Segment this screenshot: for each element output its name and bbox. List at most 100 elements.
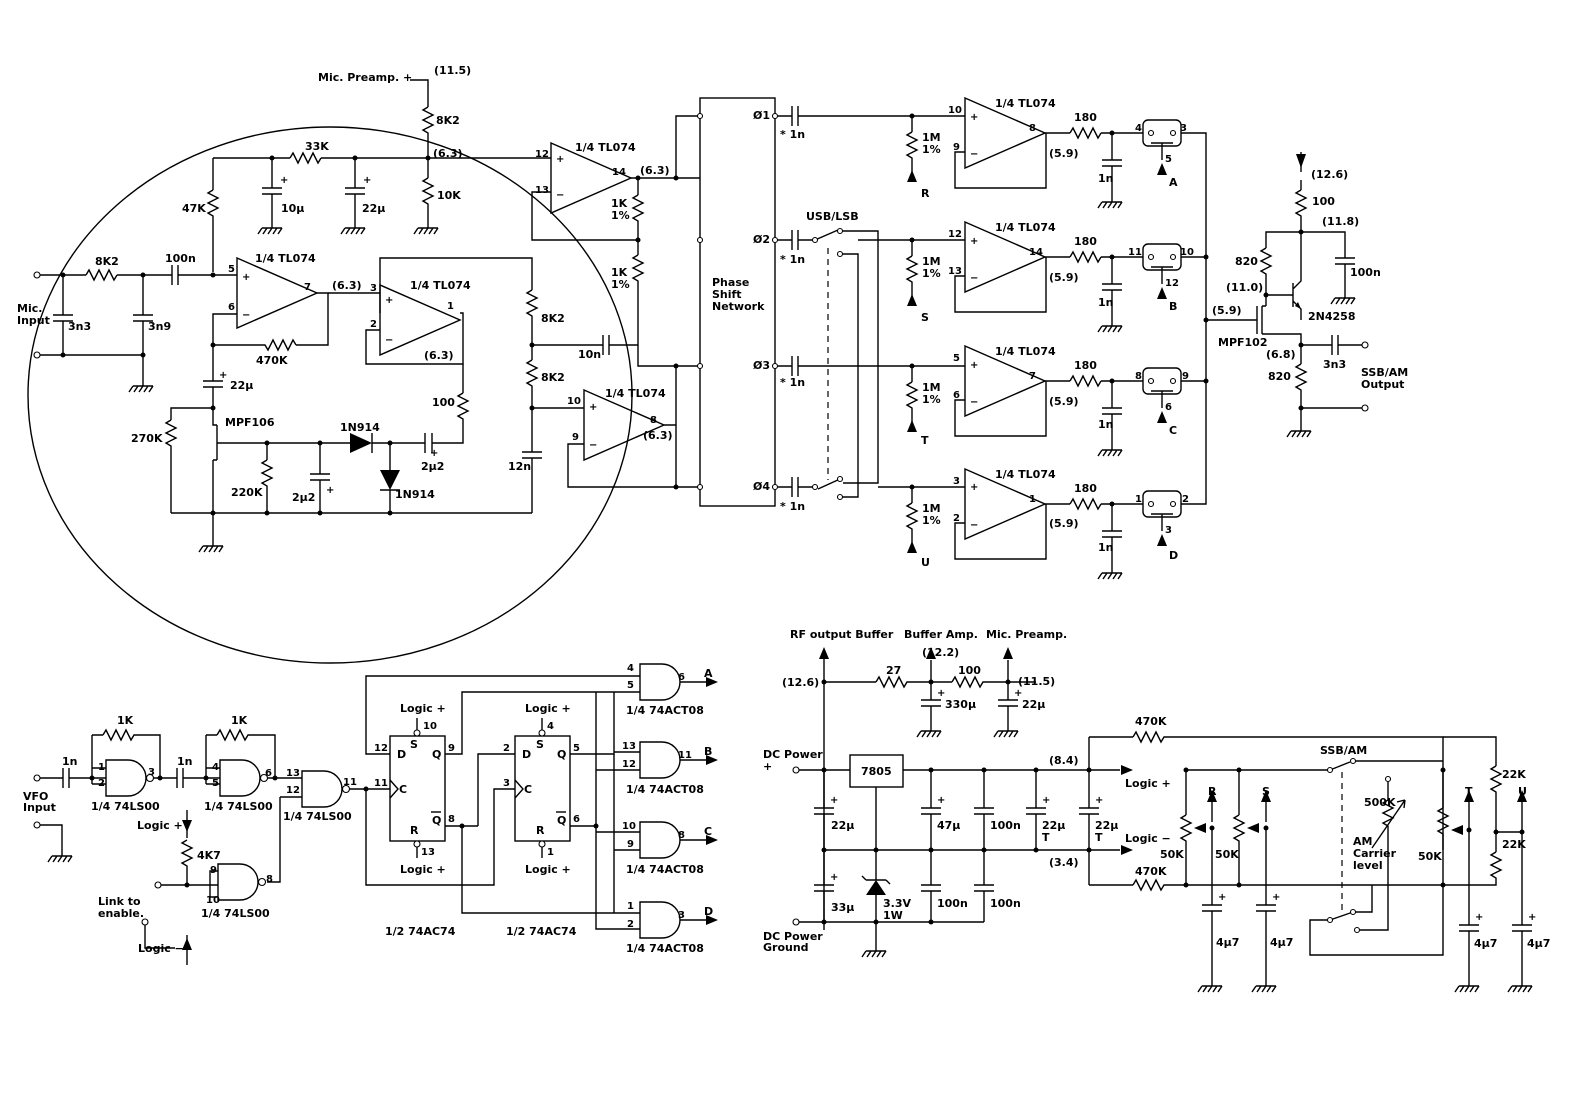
svg-text:5: 5 xyxy=(1165,154,1172,165)
svg-text:+: + xyxy=(219,370,227,381)
svg-text:9: 9 xyxy=(627,839,634,850)
svg-text:Logic −: Logic − xyxy=(1125,832,1171,845)
voltage-6-3-label-e: (6.3) xyxy=(640,164,670,177)
svg-text:5: 5 xyxy=(953,353,960,364)
svg-text:2: 2 xyxy=(1182,494,1189,505)
svg-text:1/4 74ACT08: 1/4 74ACT08 xyxy=(626,783,704,796)
svg-text:Mic. Preamp.: Mic. Preamp. xyxy=(986,628,1067,641)
svg-text:1/4 74LS00: 1/4 74LS00 xyxy=(201,907,270,920)
svg-text:470K: 470K xyxy=(1135,715,1167,728)
svg-text:T: T xyxy=(1095,831,1103,844)
phase-shift-network: Phase Shift Network Ø1 Ø2 Ø3 Ø4 * 1n * 1… xyxy=(696,97,958,513)
svg-text:6: 6 xyxy=(1165,402,1172,413)
svg-text:7: 7 xyxy=(304,282,311,293)
svg-text:+: + xyxy=(1042,795,1050,806)
r-8k2-mid-label: 8K2 xyxy=(541,312,565,325)
svg-text:+: + xyxy=(556,154,564,165)
svg-text:1/4 74ACT08: 1/4 74ACT08 xyxy=(626,942,704,955)
mic-input-label-2: Input xyxy=(17,314,50,327)
svg-text:1M: 1M xyxy=(922,255,941,268)
svg-text:2N4258: 2N4258 xyxy=(1308,310,1355,323)
svg-text:Carrier: Carrier xyxy=(1353,847,1397,860)
svg-text:Ø2: Ø2 xyxy=(753,233,770,246)
svg-text:8: 8 xyxy=(448,814,455,825)
svg-text:D: D xyxy=(704,905,713,918)
svg-text:1n: 1n xyxy=(1098,172,1114,185)
svg-text:(6.8): (6.8) xyxy=(1266,348,1296,361)
svg-text:+: + xyxy=(242,272,250,283)
svg-text:50K: 50K xyxy=(1418,850,1442,863)
svg-text:Buffer Amp.: Buffer Amp. xyxy=(904,628,978,641)
svg-text:* 1n: * 1n xyxy=(780,376,805,389)
op2-label: 1/4 TL074 xyxy=(410,279,471,292)
svg-text:+: + xyxy=(385,295,393,306)
svg-text:47µ: 47µ xyxy=(937,819,960,832)
svg-text:6: 6 xyxy=(265,768,272,779)
svg-text:1K: 1K xyxy=(231,714,248,727)
svg-text:DC Power: DC Power xyxy=(763,748,823,761)
svg-text:−: − xyxy=(970,273,978,284)
svg-text:+: + xyxy=(763,760,772,773)
svg-text:(5.9): (5.9) xyxy=(1049,395,1079,408)
svg-text:180: 180 xyxy=(1074,111,1097,124)
r-1k-a-label: 1K xyxy=(611,197,628,210)
r-1k-a-pct: 1% xyxy=(611,209,630,222)
svg-text:8: 8 xyxy=(1029,123,1036,134)
c-2u2-label-b: 2µ2 xyxy=(292,491,315,504)
svg-text:9: 9 xyxy=(448,743,455,754)
svg-text:1n: 1n xyxy=(1098,418,1114,431)
c-22u-label-b: 22µ xyxy=(230,379,253,392)
svg-text:(12.6): (12.6) xyxy=(1311,168,1348,181)
q-mpf106-label: MPF106 xyxy=(225,416,275,429)
svg-text:11: 11 xyxy=(343,777,357,788)
svg-text:T: T xyxy=(1042,831,1050,844)
svg-text:12: 12 xyxy=(374,743,388,754)
svg-text:Logic +: Logic + xyxy=(525,863,571,876)
svg-text:+: + xyxy=(1014,688,1022,699)
svg-text:S: S xyxy=(1262,785,1270,798)
analog-switches: 4 3 5 A 11 10 12 B 8 9 6 C 1 2 3 D xyxy=(1128,119,1209,562)
svg-text:(12.6): (12.6) xyxy=(782,676,819,689)
svg-text:3: 3 xyxy=(148,767,155,778)
svg-text:−: − xyxy=(385,335,393,346)
svg-text:8: 8 xyxy=(650,415,657,426)
voltage-6-3-label-c: (6.3) xyxy=(424,349,454,362)
svg-text:50K: 50K xyxy=(1215,848,1239,861)
r-470k-label: 470K xyxy=(256,354,288,367)
svg-text:S: S xyxy=(410,738,418,751)
svg-text:+: + xyxy=(589,402,597,413)
svg-text:Ø4: Ø4 xyxy=(753,480,770,493)
d-1n914-label-a: 1N914 xyxy=(340,421,380,434)
svg-text:1W: 1W xyxy=(883,909,903,922)
svg-text:330µ: 330µ xyxy=(945,698,976,711)
svg-text:22K: 22K xyxy=(1502,768,1526,781)
svg-text:Input: Input xyxy=(23,801,56,814)
svg-text:1M: 1M xyxy=(922,502,941,515)
svg-text:1/4 74ACT08: 1/4 74ACT08 xyxy=(626,863,704,876)
svg-text:D: D xyxy=(522,748,531,761)
svg-text:Logic +: Logic + xyxy=(137,819,183,832)
svg-text:10: 10 xyxy=(622,821,636,832)
svg-text:470K: 470K xyxy=(1135,865,1167,878)
svg-text:10: 10 xyxy=(1180,247,1194,258)
svg-text:4µ7: 4µ7 xyxy=(1216,936,1239,949)
svg-text:3n3: 3n3 xyxy=(1323,358,1346,371)
svg-text:8: 8 xyxy=(1135,371,1142,382)
svg-text:1n: 1n xyxy=(62,755,78,768)
svg-text:Q: Q xyxy=(432,814,441,827)
svg-text:3: 3 xyxy=(503,778,510,789)
r-10k-label: 10K xyxy=(437,189,461,202)
svg-text:6: 6 xyxy=(228,302,235,313)
svg-text:9: 9 xyxy=(1182,371,1189,382)
svg-text:B: B xyxy=(704,745,712,758)
svg-text:1: 1 xyxy=(627,901,634,912)
svg-text:6: 6 xyxy=(573,814,580,825)
r-1k-b-pct: 1% xyxy=(611,278,630,291)
svg-text:T: T xyxy=(1465,785,1473,798)
svg-text:+: + xyxy=(1528,912,1536,923)
svg-text:9: 9 xyxy=(572,432,579,443)
svg-text:Shift: Shift xyxy=(712,288,742,301)
svg-text:3: 3 xyxy=(678,910,685,921)
svg-text:+: + xyxy=(970,112,978,123)
